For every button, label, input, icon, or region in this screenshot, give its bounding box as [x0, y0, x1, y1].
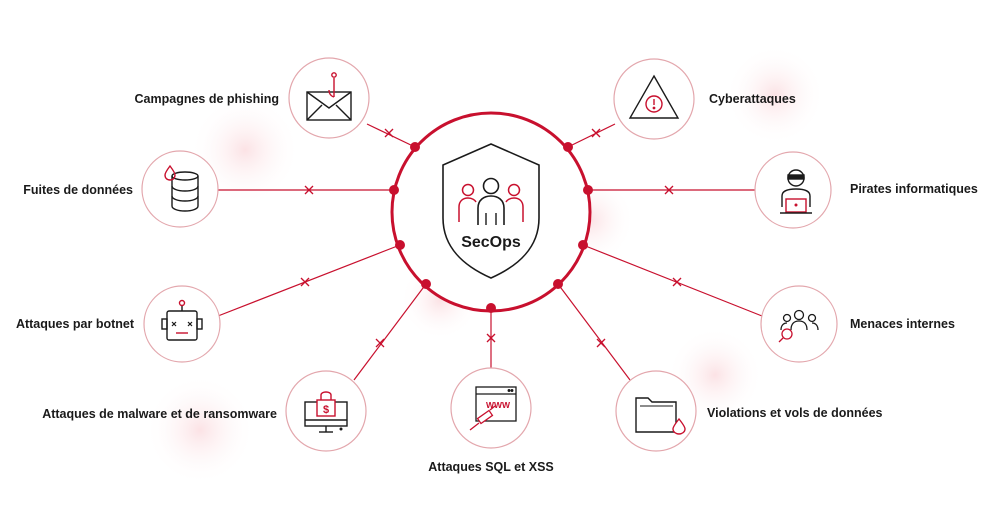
center-hub: SecOps — [389, 111, 593, 313]
insider-group-icon — [778, 309, 819, 343]
x-mark-cyber — [591, 128, 601, 138]
node-phishing — [288, 57, 370, 139]
center-title: SecOps — [461, 234, 521, 251]
x-mark-breach — [596, 338, 606, 348]
hacker-icon — [780, 169, 812, 214]
node-leaks — [141, 150, 219, 228]
warning-triangle-icon — [628, 74, 680, 119]
sql-injection-icon: WWW — [469, 386, 517, 431]
connector-malware — [353, 283, 427, 381]
label-leaks: Fuites de données — [23, 183, 133, 197]
x-mark-malware — [375, 338, 385, 348]
label-sql: Attaques SQL et XSS — [428, 460, 554, 474]
label-phishing: Campagnes de phishing — [134, 92, 279, 106]
connector-insider — [582, 244, 763, 317]
node-botnet — [143, 285, 221, 363]
folder-leak-icon — [635, 397, 686, 435]
ransomware-monitor-icon: $ — [304, 391, 348, 433]
x-mark-hackers — [664, 185, 674, 195]
connector-breach — [557, 283, 631, 381]
shield-team-icon: SecOps — [442, 143, 540, 279]
database-leak-icon — [164, 164, 199, 212]
svg-text:$: $ — [323, 404, 329, 416]
label-malware: Attaques de malware et de ransomware — [42, 407, 277, 421]
node-hackers — [754, 151, 832, 229]
robot-icon — [161, 299, 203, 341]
svg-text:WWW: WWW — [486, 400, 511, 410]
x-mark-leaks — [304, 185, 314, 195]
x-mark-sql — [486, 333, 496, 343]
label-botnet: Attaques par botnet — [15, 317, 134, 331]
connector-x-marks — [300, 128, 682, 348]
x-mark-botnet — [300, 277, 310, 287]
node-insider — [760, 285, 838, 363]
ring-dots — [389, 142, 593, 313]
label-breach: Violations et vols de données — [707, 406, 883, 420]
node-malware: $ — [285, 370, 367, 452]
phishing-mail-icon — [306, 72, 352, 121]
label-insider: Menaces internes — [850, 317, 955, 331]
x-mark-insider — [672, 277, 682, 287]
node-breach — [615, 370, 697, 452]
node-sql: WWW — [450, 367, 532, 449]
x-mark-phishing — [384, 128, 394, 138]
label-cyber: Cyberattaques — [709, 92, 796, 106]
label-hackers: Pirates informatiques — [850, 182, 978, 196]
connector-cyber — [567, 123, 616, 148]
connectors — [201, 123, 763, 381]
connector-botnet — [217, 244, 401, 317]
node-cyber — [613, 58, 695, 140]
